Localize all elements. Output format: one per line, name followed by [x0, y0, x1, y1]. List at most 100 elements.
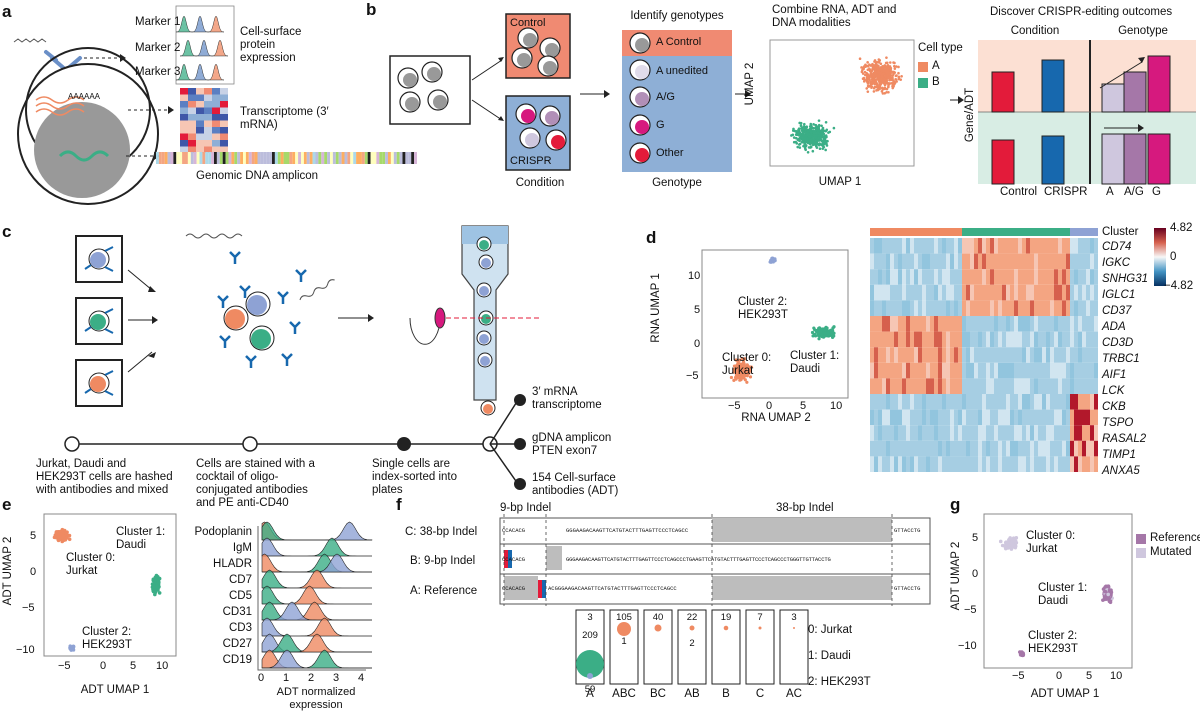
umap-point: [729, 375, 734, 380]
heatmap-cell: [946, 378, 950, 394]
heatmap-cell: [898, 269, 902, 285]
amplicon-bar: [205, 152, 209, 164]
step-hashing-text: Jurkat, Daudi and HEK293T cells are hash…: [36, 458, 173, 496]
amplicon-bar: [370, 152, 374, 164]
heatmap-cell: [1018, 425, 1022, 441]
heatmap-cell: [910, 409, 914, 426]
heatmap-cell: [890, 409, 894, 426]
heatmap-cell: [998, 425, 1002, 441]
heatmap-cell: [1054, 238, 1058, 254]
umap-point: [884, 61, 888, 65]
heatmap-cell: [870, 362, 874, 379]
heatmap-cell: [922, 316, 926, 332]
heatmap-cell: [898, 362, 902, 379]
amplicon-bar: [164, 152, 168, 164]
heatmap-cell: [1058, 362, 1062, 379]
heatmap-cell: [950, 425, 954, 441]
heatmap-cell: [890, 394, 894, 410]
umap-point: [817, 119, 821, 122]
umap-point: [897, 75, 901, 79]
heatmap-cell: [950, 362, 954, 379]
heatmap-cell: [1022, 409, 1026, 426]
heatmap-cell: [970, 316, 974, 332]
amplicon-bar: [161, 152, 165, 164]
amplicon-bar: [234, 152, 238, 164]
heatmap-cell: [1010, 362, 1014, 379]
amplicon-bar: [364, 152, 368, 164]
heatmap-cell: [994, 425, 998, 441]
heatmap-cell: [902, 316, 906, 332]
umap-point: [875, 89, 878, 92]
heatmap-cell: [1050, 300, 1054, 316]
heatmap-cell: [902, 425, 906, 441]
heatmap-cell: [1074, 409, 1078, 426]
heatmap-cell: [978, 378, 982, 394]
heatmap-cell: [1026, 409, 1030, 426]
histogram-curve: [207, 63, 225, 81]
heatmap-cell: [1022, 331, 1026, 348]
amplicon-bar: [309, 152, 313, 164]
heatmap-cell: [906, 394, 910, 410]
amplicon-bar: [356, 152, 359, 164]
g-cluster1-label: Cluster 1: Daudi: [1038, 582, 1088, 607]
heatmap-cell: [1050, 425, 1054, 441]
heatmap-cell: [970, 300, 974, 316]
heatmap-cell: [1054, 284, 1058, 301]
ridge-density: [262, 569, 372, 589]
heatmap-cell: [1082, 269, 1086, 285]
umap-point: [806, 130, 810, 133]
heatmap-cell: [918, 362, 922, 379]
outcome-bar: [1147, 133, 1171, 185]
heatmap-cell: [930, 316, 934, 332]
heatmap-cell: [1090, 253, 1094, 270]
heatmap-cell: [1058, 316, 1062, 332]
heatmap-cell: [1094, 409, 1098, 426]
heatmap-cell: [882, 300, 886, 316]
heatmap-cell: [966, 440, 970, 457]
heatmap-cell: [922, 394, 926, 410]
heatmap-cell: [1070, 440, 1074, 457]
umap-point: [832, 331, 836, 335]
e-xlabel: ADT UMAP 1: [80, 684, 150, 696]
umap-point: [869, 72, 873, 75]
heatmap-cell: [1042, 456, 1046, 472]
heatmap-cell: [870, 394, 874, 410]
heatmap-cell: [950, 347, 954, 363]
heatmap-cell: [926, 269, 930, 285]
amplicon-bar: [179, 152, 183, 164]
heatmap-cell: [1094, 284, 1098, 301]
cluster-column-header: Cluster: [1102, 226, 1139, 238]
heatmap-cell: [990, 394, 994, 410]
heatmap-cell: [954, 347, 958, 363]
heatmap-cell: [1086, 456, 1090, 472]
umap-point: [832, 325, 836, 329]
heatmap-cell: [962, 316, 966, 332]
mixed-cell-core: [433, 95, 447, 109]
heatmap-cell: [1034, 394, 1038, 410]
flow-cell-core: [479, 286, 489, 296]
umap-point: [861, 77, 865, 81]
heatmap-cell: [1038, 378, 1042, 394]
heatmap-cell: [1046, 456, 1050, 472]
heatmap-cell: [1018, 409, 1022, 426]
antibody-icon: [219, 335, 231, 348]
nucleus: [34, 102, 130, 198]
heatmap-cell: [898, 300, 902, 316]
count-box: [711, 609, 741, 685]
heatmap-cell: [1002, 238, 1006, 254]
heatmap-cell: [1022, 300, 1026, 316]
heatmap-cell: [1042, 394, 1046, 410]
heatmap-cell: [998, 440, 1002, 457]
heatmap-cell: [1066, 253, 1070, 270]
heatmap-cell: [874, 440, 878, 457]
heatmap-cell: [1058, 238, 1062, 254]
umap-point: [745, 380, 749, 384]
mixed-cell-core: [403, 73, 417, 87]
heatmap-cell: [886, 253, 890, 270]
umap-point: [895, 80, 898, 83]
heatmap-cell: [1062, 347, 1066, 363]
heatmap-cell: [1046, 347, 1050, 363]
control-cell-core: [523, 33, 537, 47]
heatmap-cell: [1022, 316, 1026, 332]
e-ytick-0: 0: [30, 566, 37, 578]
